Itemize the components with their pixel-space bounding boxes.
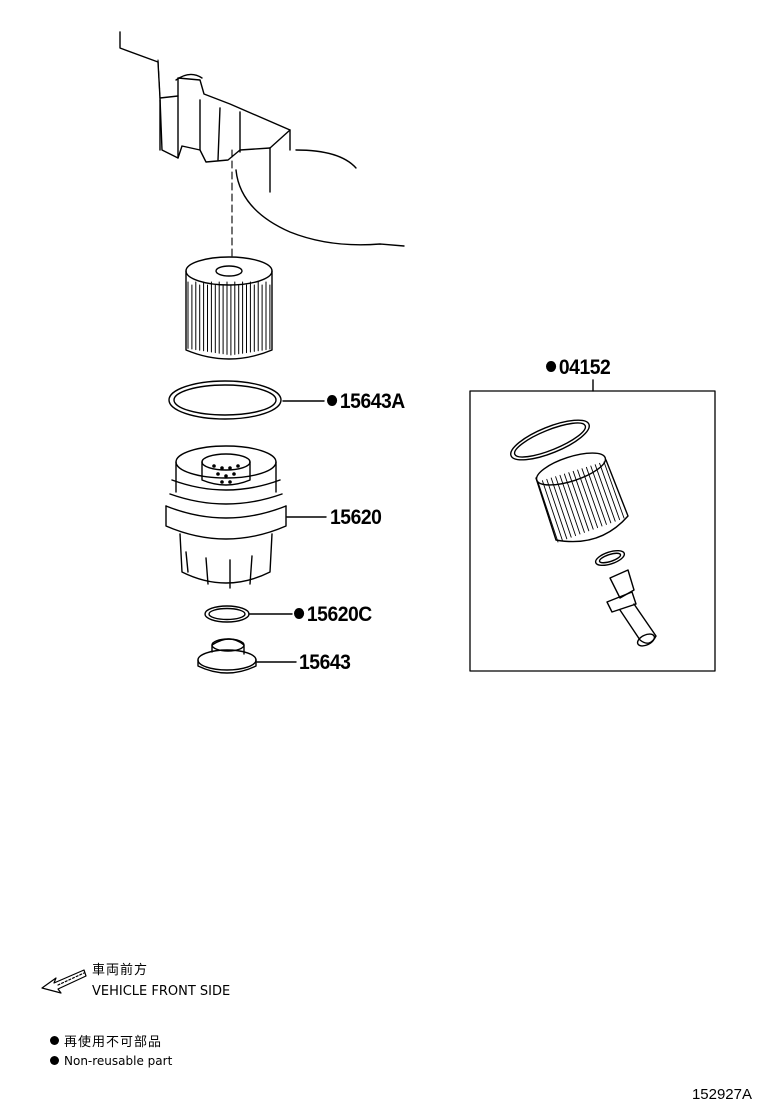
kit-filter-pleat [590,465,612,524]
kit-filter-pleat [577,469,599,529]
drain-plug-15643 [197,638,297,674]
figure-id: 152927A [691,1086,752,1103]
part-number: 04152 [558,356,611,379]
kit-filter-pleat [546,478,568,540]
element-kit-box [469,379,716,672]
part-number: 15620 [330,506,382,529]
cap-hole [224,474,228,478]
legend-label-jp: 再使用不可部品 [50,1036,162,1049]
part-label-15643: 15643 [299,651,351,674]
part-label-15643a: 15643A [327,391,405,412]
part-number: 15620C [306,603,372,626]
legend-text: Non-reusable part [64,1054,173,1068]
filter-cap-15620 [165,445,327,589]
alignment-lines [157,59,233,257]
kit-filter-pleat [537,481,559,543]
cap-hole [228,480,232,484]
non-reusable-dot-icon [327,395,338,406]
part-label-15620c: 15620C [294,604,372,625]
kit-filter-pleat [603,461,625,519]
o-ring-15620c [204,605,293,623]
oil-filter-element [185,256,273,360]
part-number: 15643 [299,651,351,674]
kit-filter-pleat [585,466,607,525]
kit-filter-pleat [581,468,603,527]
non-reusable-dot-icon [546,361,557,372]
part-label-04152: 04152 [546,356,611,379]
legend-dot-icon [50,1056,59,1065]
engine-housing [119,31,405,247]
kit-filter-pleat [550,477,572,538]
cap-hole [212,464,216,468]
direction-label-en: VEHICLE FRONT SIDE [92,984,231,999]
vehicle-front-arrow-icon [41,969,87,994]
cap-hole [232,472,236,476]
kit-filter-pleat [594,464,616,522]
part-label-15620: 15620 [330,506,382,529]
kit-filter-pleat [563,473,585,533]
kit-filter-pleat [555,476,577,537]
gasket-15643a [168,380,325,420]
cap-hole [236,464,240,468]
part-number: 15643A [339,390,405,413]
kit-filter-pleat [572,470,594,530]
cap-hole [216,472,220,476]
cap-hole [220,480,224,484]
kit-filter-pleat [599,462,621,521]
non-reusable-dot-icon [294,608,305,619]
kit-filter-pleat [559,474,581,535]
kit-filter-pleat [568,472,590,532]
legend-dot-icon [50,1036,59,1045]
legend-label-en: Non-reusable part [50,1055,172,1067]
legend-text: 再使用不可部品 [64,1035,163,1050]
kit-filter-pleat [541,480,563,541]
cap-hole [228,466,232,470]
cap-hole [220,466,224,470]
direction-label-jp: 車両前方 [92,963,149,978]
